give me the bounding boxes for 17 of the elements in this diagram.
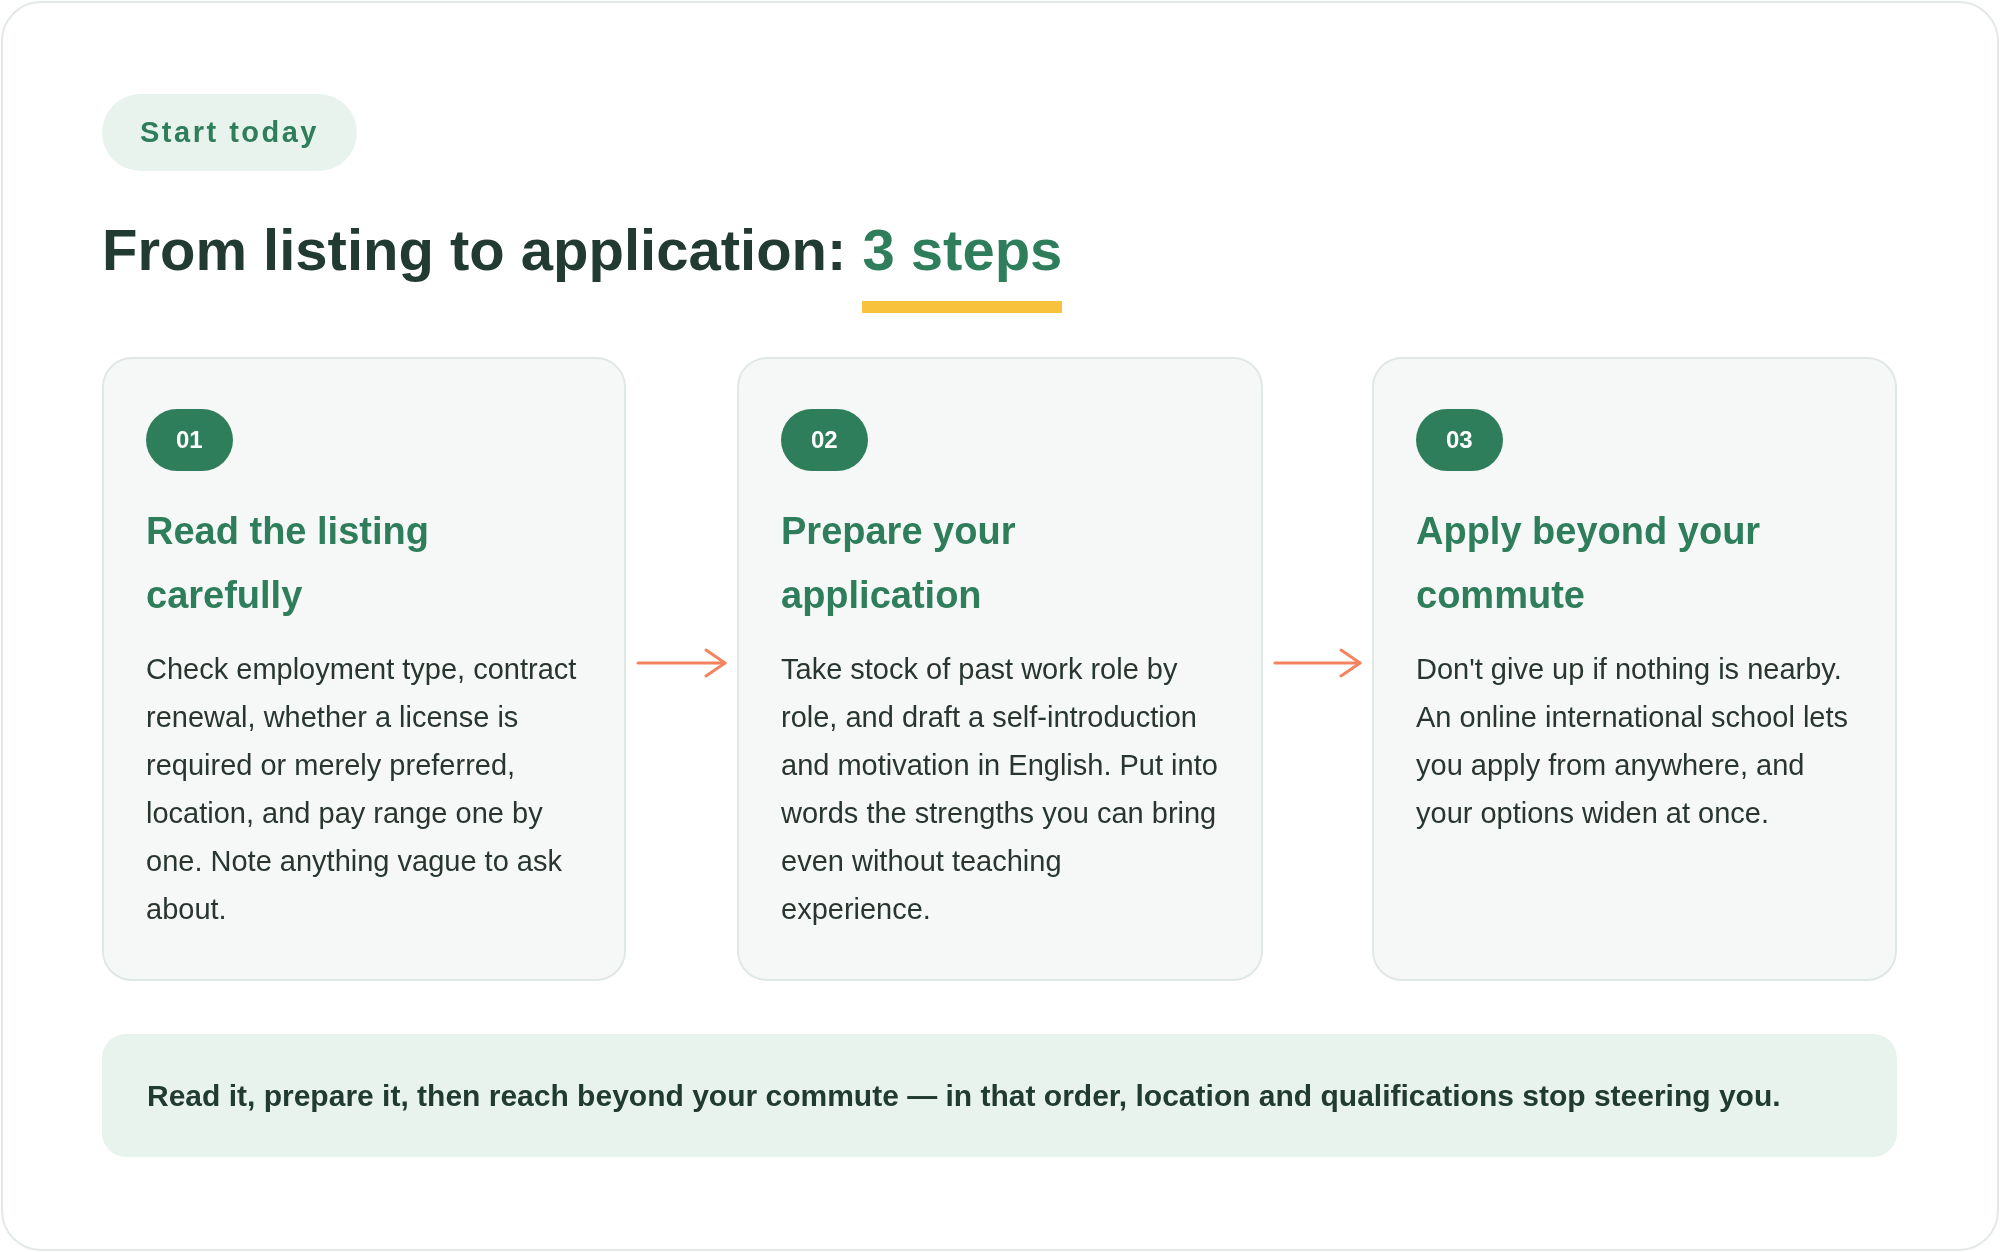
- step-card: [737, 357, 1263, 981]
- step-description: Don't give up if nothing is nearby. An online international school lets you apply from anywhere, and your options widen at once.: [1416, 652, 1850, 831]
- step-description: Check employment type, contract renewal, whether a license is required or merely preferred, location, and pay range one by one. Note anything vague to ask about.: [146, 652, 578, 927]
- step-heading: Read the listing carefully: [146, 509, 430, 618]
- step-card: [1372, 357, 1897, 981]
- arrow: [636, 648, 727, 678]
- arrow: [1273, 648, 1362, 678]
- step-number-badge: 03: [1416, 409, 1503, 471]
- summary-banner: Read it, prepare it, then reach beyond your commute — in that order, location and qualifications stop steering you.: [102, 1034, 1897, 1157]
- title-heading: From listing to application: 3 steps: [102, 216, 1063, 316]
- step-card: [102, 357, 626, 981]
- step-heading: Prepare your application: [781, 509, 1017, 618]
- step-heading: Apply beyond your commute: [1416, 509, 1762, 618]
- step-number-badge: 02: [781, 409, 868, 471]
- step-description: Take stock of past work role by role, and draft a self-introduction and motivation in English. Put into words the strengths you can bring even without teaching experience.: [781, 652, 1219, 927]
- eyebrow-pill: Start today: [102, 94, 357, 171]
- step-number-badge: 01: [146, 409, 233, 471]
